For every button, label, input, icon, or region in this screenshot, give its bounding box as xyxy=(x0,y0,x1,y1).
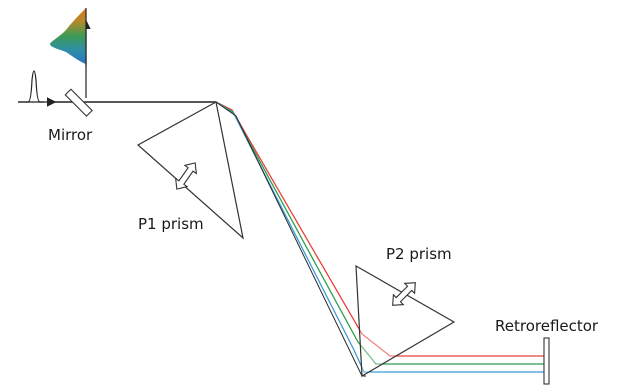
prism-p2 xyxy=(355,264,456,378)
dispersed-beams xyxy=(215,101,544,377)
beam-return xyxy=(215,101,366,377)
mirror xyxy=(64,88,93,117)
beam-red xyxy=(215,101,544,357)
label-mirror: Mirror xyxy=(48,126,93,144)
p2-adjust-arrow xyxy=(392,282,416,306)
label-retroreflector: Retroreflector xyxy=(495,317,599,335)
label-p1-prism: P1 prism xyxy=(138,215,204,233)
p1-adjust-arrow xyxy=(174,162,198,190)
output-spectrum xyxy=(50,8,87,66)
label-p2-prism: P2 prism xyxy=(386,245,452,263)
beam-green xyxy=(215,101,544,365)
retroreflector xyxy=(543,337,550,385)
input-pulse xyxy=(18,70,44,103)
